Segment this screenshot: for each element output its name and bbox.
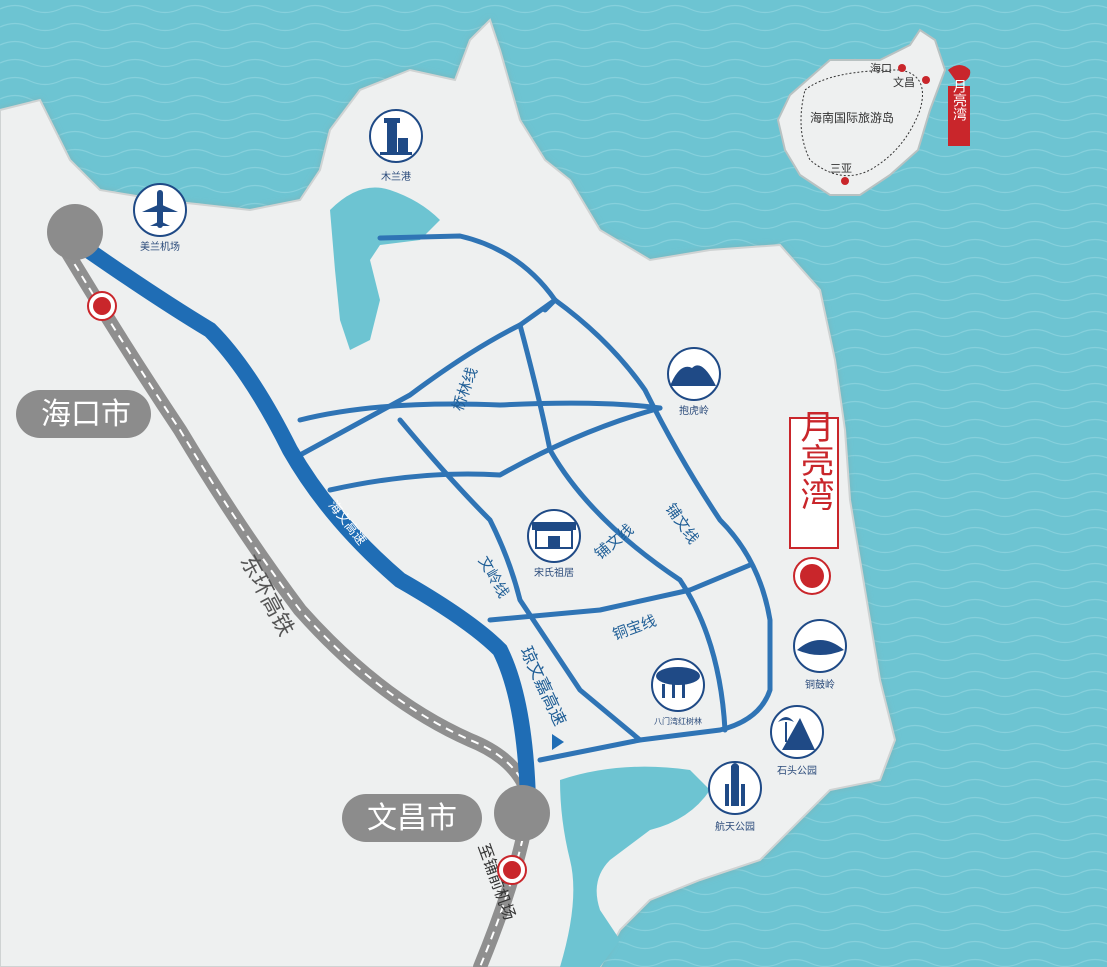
- inset-sanya: 三亚: [830, 162, 852, 175]
- inset-haikou: 海口: [870, 61, 892, 75]
- city-haikou[interactable]: 海口市: [16, 390, 151, 438]
- project-marker[interactable]: 月亮湾: [789, 409, 839, 595]
- poi-meilan-airport[interactable]: 美兰机场: [133, 183, 187, 253]
- poi-space-park[interactable]: 航天公园: [708, 761, 762, 833]
- project-name: 月亮湾: [794, 409, 834, 511]
- house-icon: [532, 522, 576, 549]
- poi-mulan-port[interactable]: 木兰港: [369, 109, 423, 183]
- junction-wenchang: [494, 785, 550, 841]
- poi-space-park-label: 航天公园: [715, 820, 755, 833]
- station-puqian[interactable]: [497, 855, 527, 885]
- poi-paohu-ling-label: 抱虎岭: [679, 404, 709, 417]
- tree-icon: [656, 667, 700, 698]
- mountain-icon: [670, 365, 716, 386]
- poi-mulan-port-label: 木兰港: [381, 170, 411, 183]
- city-haikou-label: 海口市: [41, 397, 131, 432]
- inset-island-name: 海南国际旅游岛: [810, 110, 894, 125]
- east-ring-rail-dash: [59, 239, 532, 967]
- poi-shitou-park-label: 石头公园: [777, 765, 817, 777]
- poi-shitou-park[interactable]: 石头公园: [770, 705, 824, 777]
- inset-route: [800, 69, 923, 177]
- junction-haikou: [47, 204, 103, 260]
- inset-marker-label: 月亮湾: [951, 79, 967, 121]
- expressway-arrow: [552, 734, 564, 750]
- inset-marker-box: [948, 86, 970, 146]
- rocket-icon: [725, 763, 745, 806]
- lower-bay: [560, 766, 710, 967]
- poi-tonggu-ling[interactable]: 铜鼓岭: [793, 619, 847, 691]
- inner-bay: [330, 187, 440, 350]
- poi-paohu-ling[interactable]: 抱虎岭: [667, 347, 721, 417]
- inset-wenchang: 文昌: [893, 75, 915, 89]
- inset-haikou-dot: [898, 64, 906, 72]
- airplane-icon: [142, 190, 178, 228]
- poi-meilan-airport-label: 美兰机场: [140, 240, 180, 253]
- inset-hainan: 海口 文昌 海南国际旅游岛 三亚 月亮湾: [776, 28, 971, 196]
- city-wenchang[interactable]: 文昌市: [342, 794, 482, 842]
- inset-sanya-dot: [841, 177, 849, 185]
- inset-wenchang-dot: [922, 76, 930, 84]
- poi-bamen-mangrove[interactable]: 八门湾红树林: [651, 658, 705, 726]
- station-haikou[interactable]: [87, 291, 117, 321]
- poi-song-residence-label: 宋氏祖居: [534, 566, 574, 579]
- poi-bamen-mangrove-label: 八门湾红树林: [654, 716, 702, 726]
- land-mass: [0, 18, 897, 967]
- poi-song-residence[interactable]: 宋氏祖居: [527, 509, 581, 579]
- city-wenchang-label: 文昌市: [367, 801, 457, 836]
- inset-marker-pin: [948, 65, 971, 84]
- local-roads: [297, 233, 773, 763]
- lighthouse-icon: [380, 118, 412, 155]
- poi-tonggu-ling-label: 铜鼓岭: [805, 678, 835, 691]
- dome-icon: [797, 640, 844, 655]
- palm-icon: [778, 717, 815, 750]
- haiwen-expressway: [80, 242, 536, 808]
